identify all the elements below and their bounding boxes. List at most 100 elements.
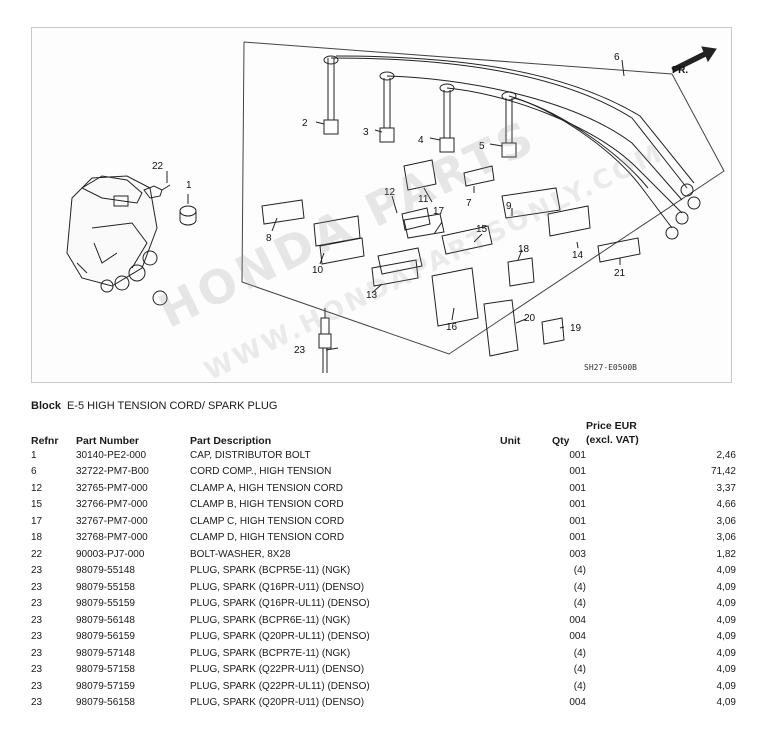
cell-description: CLAMP C, HIGH TENSION CORD [190, 515, 345, 527]
header-price-line2: (excl. VAT) [586, 434, 639, 446]
high-tension-cords-illustration [330, 55, 701, 240]
cell-qty: (4) [573, 565, 586, 577]
callout-9: 9 [506, 201, 512, 212]
callout-22: 22 [152, 161, 164, 172]
callout-8: 8 [266, 233, 272, 244]
cell-refnr: 1 [31, 449, 37, 461]
cell-price: 4,66 [716, 499, 736, 511]
callout-10: 10 [312, 265, 324, 276]
cell-description: PLUG, SPARK (Q16PR-U11) (DENSO) [190, 581, 365, 593]
cell-qty: 001 [569, 532, 586, 544]
cell-description: PLUG, SPARK (BCPR5E-11) (NGK) [190, 565, 351, 577]
header-qty: Qty [552, 435, 570, 447]
header-part-number: Part Number [76, 435, 140, 447]
cell-refnr: 23 [31, 614, 43, 626]
cell-refnr: 18 [31, 532, 43, 544]
cell-part-number: 98079-56158 [76, 697, 135, 709]
cell-price: 1,82 [716, 548, 736, 560]
callout-23: 23 [294, 345, 306, 356]
cell-qty: 004 [569, 631, 586, 643]
callout-17: 17 [433, 206, 445, 217]
parts-table: Refnr Part Number Part Description Unit … [31, 417, 736, 711]
cell-description: PLUG, SPARK (Q20PR-U11) (DENSO) [190, 697, 365, 709]
cell-price: 3,06 [716, 515, 736, 527]
cell-price: 4,09 [716, 581, 736, 593]
callout-12: 12 [384, 187, 396, 198]
cell-description: PLUG, SPARK (Q22PR-UL11) (DENSO) [190, 680, 370, 692]
callout-numbers: 22 1 2 3 4 5 6 7 8 9 10 11 12 13 14 15 1… [152, 52, 688, 372]
cell-refnr: 22 [31, 548, 43, 560]
cell-description: BOLT-WASHER, 8X28 [190, 548, 291, 560]
cell-qty: 001 [569, 449, 586, 461]
cell-price: 4,09 [716, 565, 736, 577]
cell-refnr: 23 [31, 565, 43, 577]
header-price: Price EUR (excl. VAT) [586, 417, 736, 447]
callout-16: 16 [446, 322, 458, 333]
cord-clamps-illustration [261, 159, 641, 357]
cell-price: 71,42 [710, 466, 736, 478]
callout-3: 3 [363, 127, 369, 138]
cell-description: PLUG, SPARK (Q22PR-U11) (DENSO) [190, 664, 365, 676]
callout-7: 7 [466, 198, 472, 209]
cell-description: PLUG, SPARK (Q16PR-UL11) (DENSO) [190, 598, 370, 610]
callout-20: 20 [524, 313, 536, 324]
callout-21: 21 [614, 268, 626, 279]
cell-refnr: 23 [31, 680, 43, 692]
cell-description: PLUG, SPARK (Q20PR-UL11) (DENSO) [190, 631, 370, 643]
cell-price: 4,09 [716, 598, 736, 610]
header-refnr: Refnr [31, 435, 59, 447]
cell-refnr: 23 [31, 581, 43, 593]
cell-qty: (4) [573, 680, 586, 692]
cell-price: 4,09 [716, 664, 736, 676]
header-price-line1: Price EUR [586, 420, 637, 432]
front-arrow-icon [671, 46, 717, 73]
cell-part-number: 32767-PM7-000 [76, 515, 148, 527]
cell-refnr: 17 [31, 515, 43, 527]
cell-price: 3,06 [716, 532, 736, 544]
cell-price: 4,09 [716, 614, 736, 626]
cell-price: 4,09 [716, 697, 736, 709]
spark-plug-illustration [318, 308, 332, 373]
cell-qty: 004 [569, 697, 586, 709]
cell-qty: 001 [569, 515, 586, 527]
callout-19: 19 [570, 323, 582, 334]
plug-boots-illustration [323, 55, 517, 158]
table-row: 23 98079-55148 PLUG, SPARK (BCPR5E-11) (NG… [31, 563, 736, 580]
cell-part-number: 98079-55148 [76, 565, 135, 577]
cell-refnr: 12 [31, 482, 43, 494]
callout-11: 11 [418, 194, 429, 205]
cell-qty: 001 [569, 499, 586, 511]
cell-refnr: 6 [31, 466, 37, 478]
callout-6: 6 [614, 52, 620, 63]
cell-refnr: 23 [31, 598, 43, 610]
cell-part-number: 32722-PM7-B00 [76, 466, 149, 478]
cell-qty: (4) [573, 581, 586, 593]
cell-part-number: 32766-PM7-000 [76, 499, 148, 511]
cell-description: CLAMP B, HIGH TENSION CORD [190, 499, 344, 511]
cell-refnr: 23 [31, 664, 43, 676]
cell-price: 4,09 [716, 631, 736, 643]
cell-qty: 001 [569, 466, 586, 478]
cell-description: PLUG, SPARK (BCPR7E-11) (NGK) [190, 647, 351, 659]
header-description: Part Description [190, 435, 272, 447]
cell-price: 3,37 [716, 482, 736, 494]
cell-refnr: 23 [31, 647, 43, 659]
cell-qty: 004 [569, 614, 586, 626]
cell-part-number: 90003-PJ7-000 [76, 548, 145, 560]
callout-14: 14 [572, 250, 584, 261]
cell-part-number: 98079-56148 [76, 614, 135, 626]
cell-description: CLAMP A, HIGH TENSION CORD [190, 482, 343, 494]
exploded-view-drawing: 22 1 2 3 4 5 6 7 8 9 10 11 12 13 14 15 1… [66, 41, 725, 373]
cell-part-number: 98079-56159 [76, 631, 135, 643]
callout-2: 2 [302, 118, 308, 129]
cell-qty: (4) [573, 664, 586, 676]
